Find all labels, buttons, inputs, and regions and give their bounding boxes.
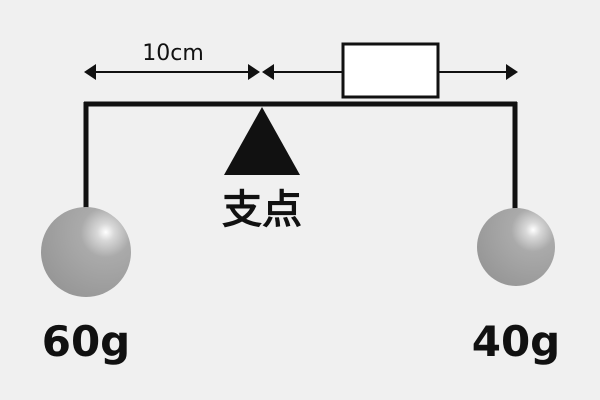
unknown-distance-box bbox=[341, 42, 440, 99]
right-weight bbox=[477, 208, 555, 286]
fulcrum-triangle bbox=[224, 107, 300, 175]
right-arrowhead-left bbox=[262, 64, 274, 80]
right-distance-dimension bbox=[262, 42, 518, 99]
left-mass-label: 60g bbox=[42, 317, 131, 366]
left-arrowhead-right bbox=[248, 64, 260, 80]
right-mass-label: 40g bbox=[472, 317, 561, 366]
right-arrowhead-right bbox=[506, 64, 518, 80]
fulcrum-label: 支点 bbox=[222, 187, 302, 233]
left-weight bbox=[41, 207, 131, 297]
lever bbox=[83, 101, 518, 215]
left-distance-dimension: 10cm bbox=[84, 41, 260, 80]
left-arrowhead-left bbox=[84, 64, 96, 80]
left-distance-label: 10cm bbox=[142, 41, 204, 66]
